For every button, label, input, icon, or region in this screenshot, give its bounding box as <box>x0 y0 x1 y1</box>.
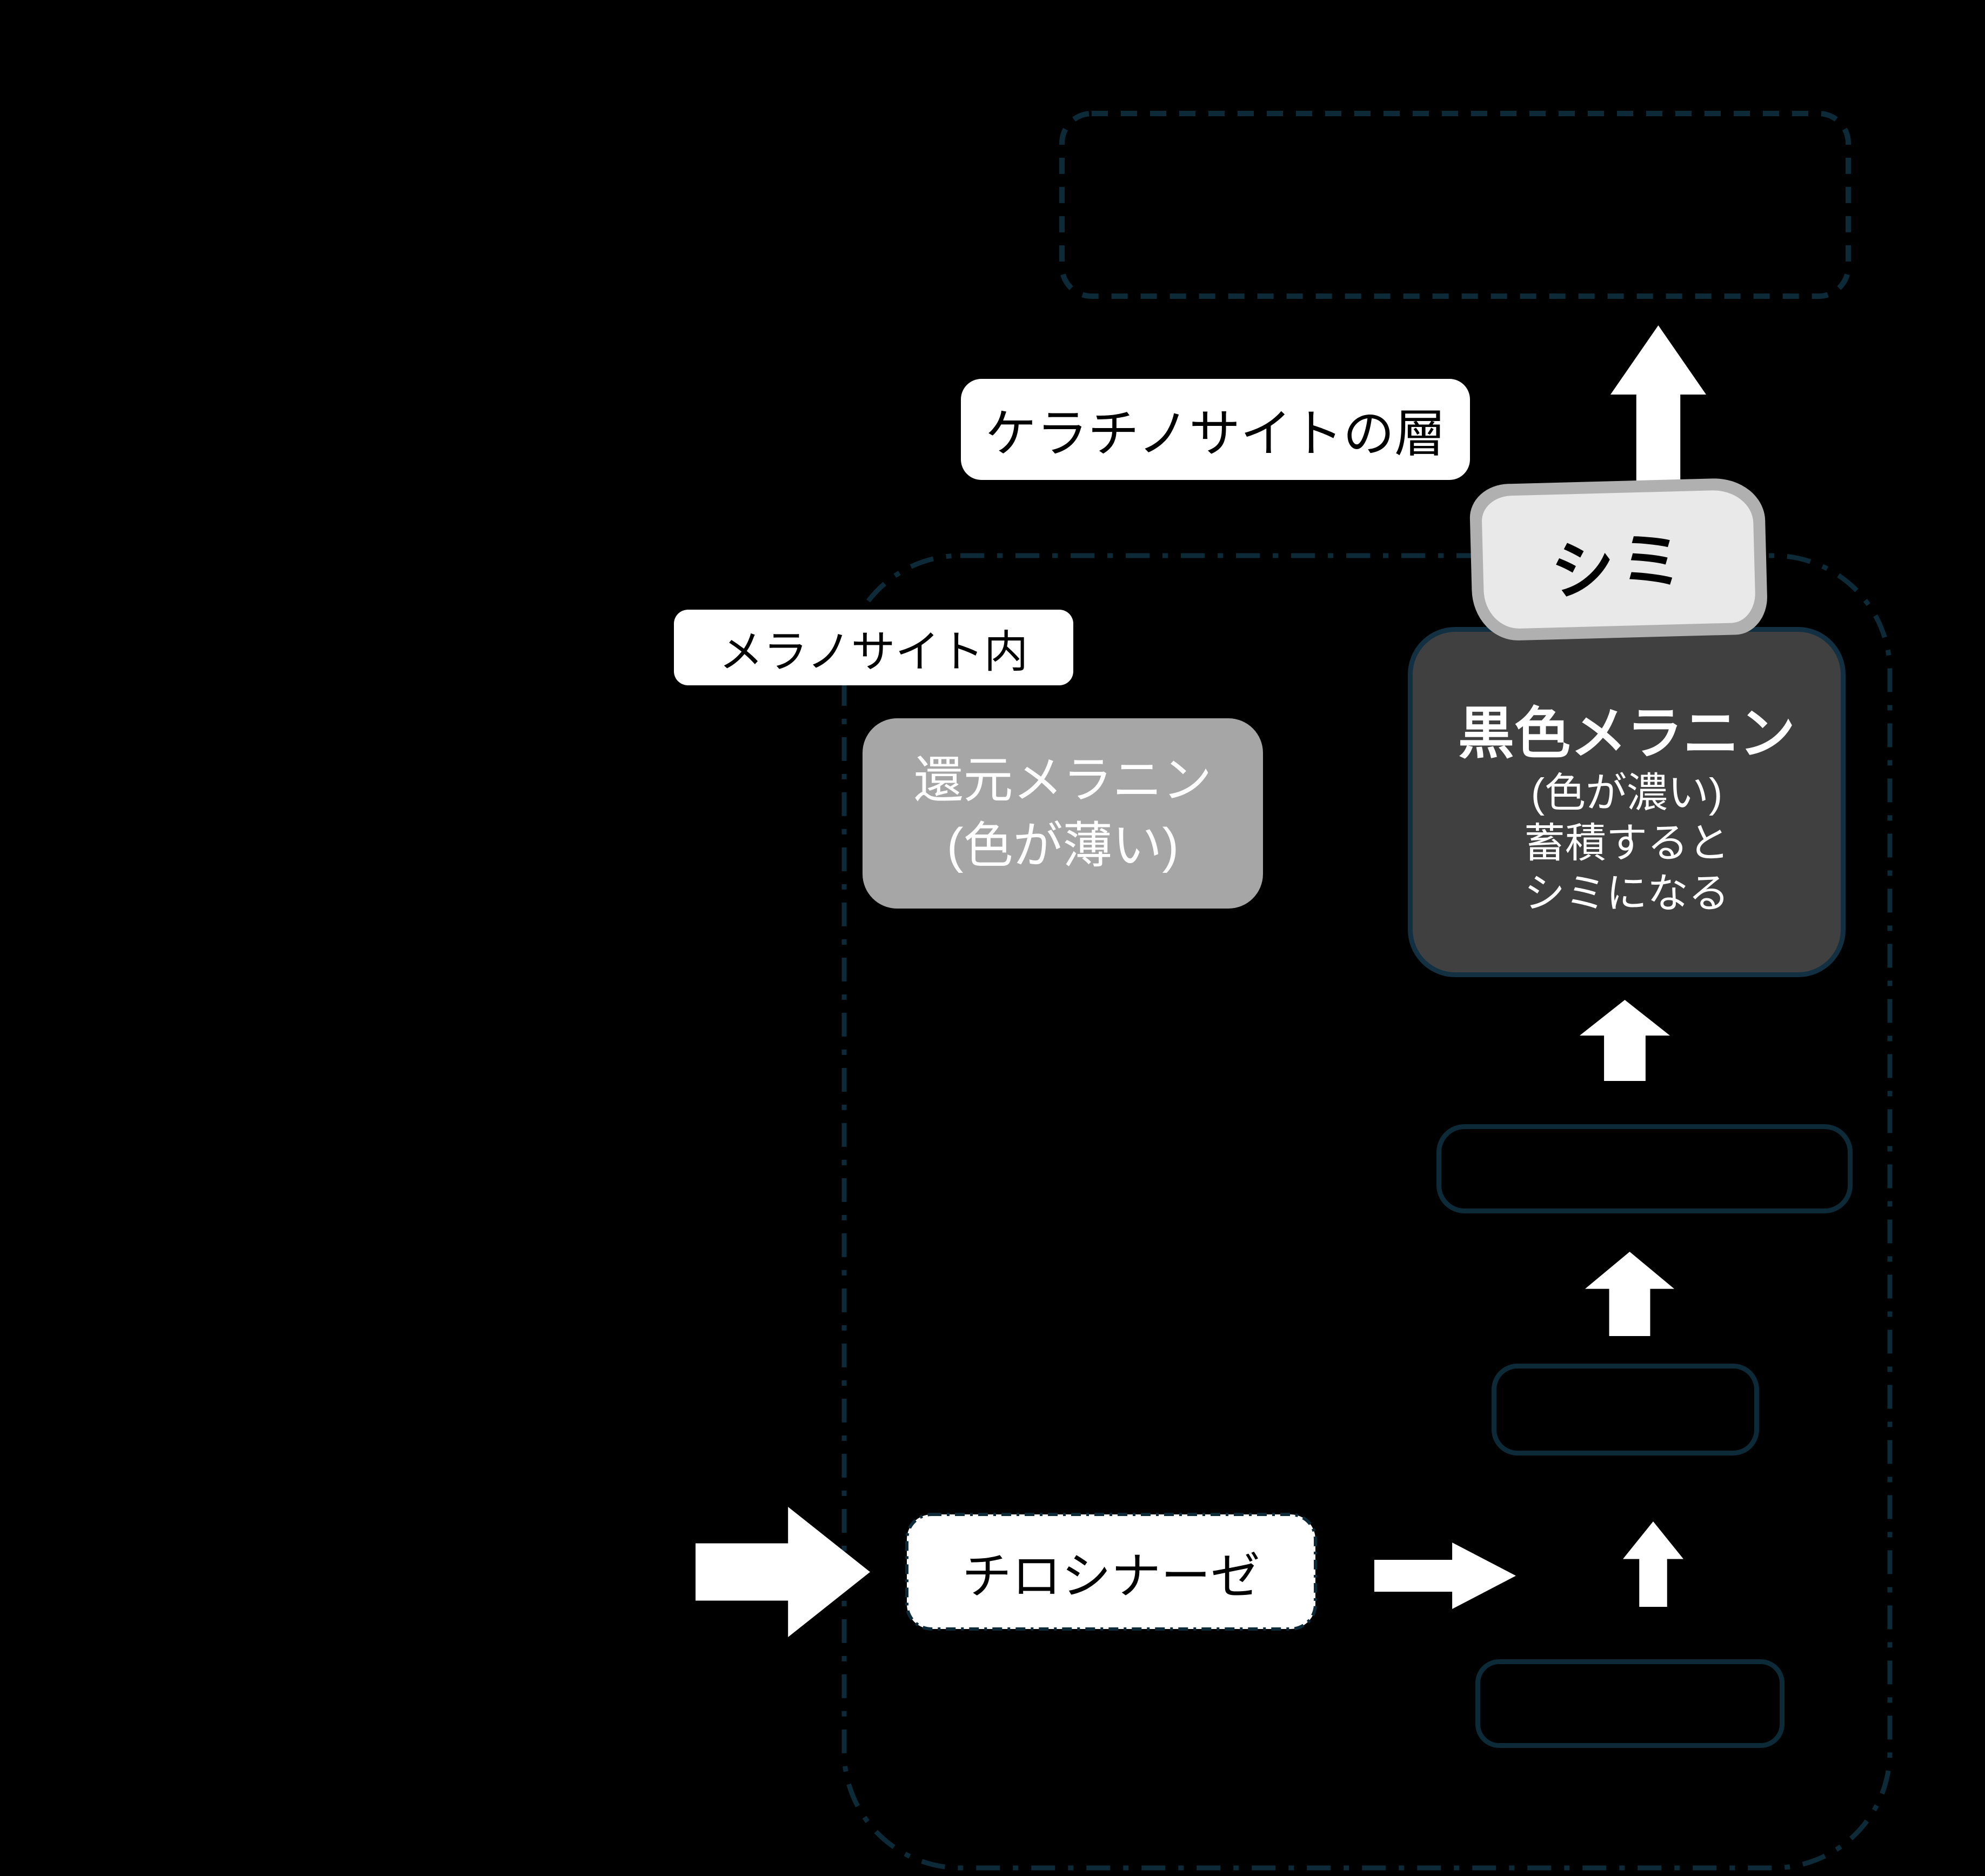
spot-box-inner: シミ <box>1481 489 1756 630</box>
empty-stage-box-lower <box>1475 1659 1785 1748</box>
reduced-melanin-box: 還元メラニン (色が薄い) <box>863 718 1263 909</box>
tyrosinase-text: チロシナーゼ <box>961 1548 1260 1604</box>
black-melanin-line-2: (色が濃い) <box>1530 770 1723 817</box>
reduced-melanin-subtitle: (色が薄い) <box>946 818 1179 873</box>
melanocyte-inside-text: メラノサイト内 <box>719 627 1028 677</box>
black-melanin-line-4: シミになる <box>1524 870 1729 917</box>
black-melanin-title: 黒色メラニン <box>1458 703 1795 766</box>
melanocyte-container-border <box>841 553 1893 1871</box>
empty-stage-box-middle <box>1492 1364 1759 1456</box>
top-dashed-box <box>1059 111 1851 299</box>
black-melanin-line-3: 蓄積すると <box>1524 820 1729 867</box>
empty-stage-box-upper <box>1436 1124 1853 1213</box>
keratinocyte-layer-text: ケラチノサイトの層 <box>985 405 1446 463</box>
reduced-melanin-title: 還元メラニン <box>913 752 1212 808</box>
melanocyte-inside-label: メラノサイト内 <box>674 610 1073 685</box>
spot-box: シミ <box>1469 477 1768 642</box>
keratinocyte-layer-label: ケラチノサイトの層 <box>961 379 1470 480</box>
tyrosinase-box <box>905 1513 1317 1631</box>
spot-text: シミ <box>1547 522 1691 609</box>
black-melanin-box: 黒色メラニン (色が濃い) 蓄積すると シミになる <box>1408 627 1846 977</box>
tyrosinase-label: チロシナーゼ <box>907 1514 1315 1629</box>
